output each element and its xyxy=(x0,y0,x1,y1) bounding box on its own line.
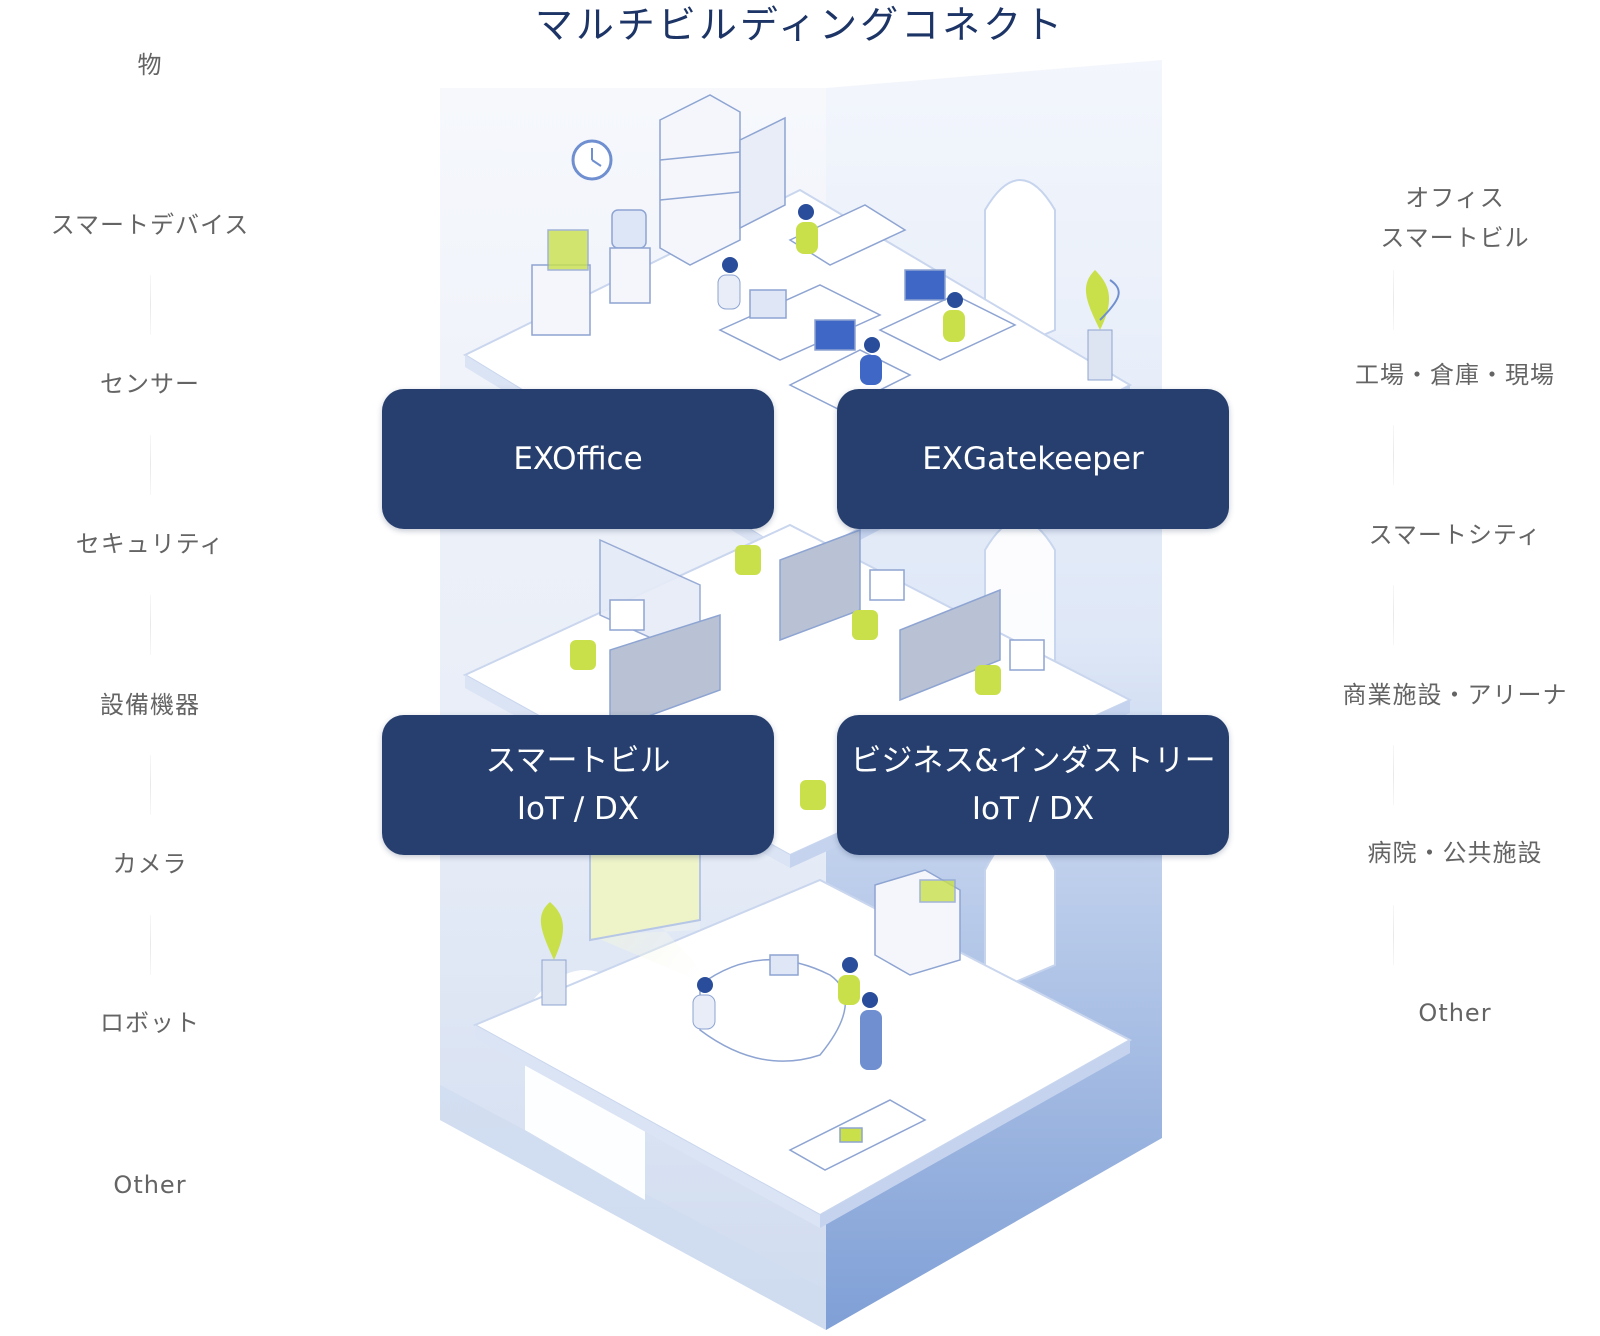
left-item-equipment: 設備機器 xyxy=(100,691,200,719)
business-industry-label: ビジネス&インダストリー xyxy=(850,743,1216,779)
left-item-robot: ロボット xyxy=(100,1009,200,1037)
cubicles-middle xyxy=(599,528,1045,732)
exgatekeeper-label: EXGatekeeper xyxy=(922,441,1144,477)
right-divider xyxy=(1393,270,1394,330)
right-item-office-smart-building: オフィス スマートビル xyxy=(1380,184,1530,252)
smart-building-iot-dx-card[interactable]: スマートビル IoT / DX xyxy=(382,715,774,855)
left-divider xyxy=(150,595,151,655)
left-divider xyxy=(150,275,151,335)
chairs-middle xyxy=(570,545,1001,810)
cabinets-bottom xyxy=(874,869,961,976)
people-top-floor xyxy=(717,204,965,385)
plant-bottom xyxy=(540,902,567,1006)
front-desk xyxy=(788,1099,927,1171)
right-item-factory: 工場・倉庫・現場 xyxy=(1355,361,1555,389)
left-item-sensor: センサー xyxy=(100,370,200,398)
right-divider xyxy=(1393,425,1394,485)
coffee-machine xyxy=(531,229,591,336)
right-item-smart-city: スマートシティ xyxy=(1368,521,1542,549)
right-item-other: Other xyxy=(1418,999,1492,1027)
left-item-mono: 物 xyxy=(137,51,163,79)
exoffice-label: EXOffice xyxy=(513,441,643,477)
smart-building-label: スマートビル xyxy=(485,743,671,779)
left-divider xyxy=(150,435,151,495)
left-item-camera: カメラ xyxy=(112,850,188,878)
right-item-commercial: 商業施設・アリーナ xyxy=(1342,681,1568,709)
bookshelf xyxy=(659,94,786,266)
exgatekeeper-card[interactable]: EXGatekeeper xyxy=(837,389,1229,529)
left-item-smart-device: スマートデバイス xyxy=(50,211,250,239)
smart-building-sublabel: IoT / DX xyxy=(516,791,640,827)
left-item-security: セキュリティ xyxy=(75,530,225,558)
right-item-hospital: 病院・公共施設 xyxy=(1367,839,1543,867)
left-item-other: Other xyxy=(113,1171,187,1199)
page-title: マルチビルディングコネクト xyxy=(534,3,1066,47)
clock-icon xyxy=(571,139,613,181)
right-divider xyxy=(1393,745,1394,805)
business-industry-iot-dx-card[interactable]: ビジネス&インダストリー IoT / DX xyxy=(837,715,1229,855)
left-divider xyxy=(150,755,151,815)
plant-top xyxy=(1085,270,1120,381)
business-industry-sublabel: IoT / DX xyxy=(971,791,1095,827)
people-bottom-floor xyxy=(692,957,882,1070)
exoffice-card[interactable]: EXOffice xyxy=(382,389,774,529)
meeting-table xyxy=(699,954,847,1062)
desk-cluster-top xyxy=(718,204,1017,411)
water-dispenser xyxy=(609,209,651,304)
right-divider xyxy=(1393,905,1394,965)
left-divider xyxy=(150,915,151,975)
right-divider xyxy=(1393,585,1394,645)
